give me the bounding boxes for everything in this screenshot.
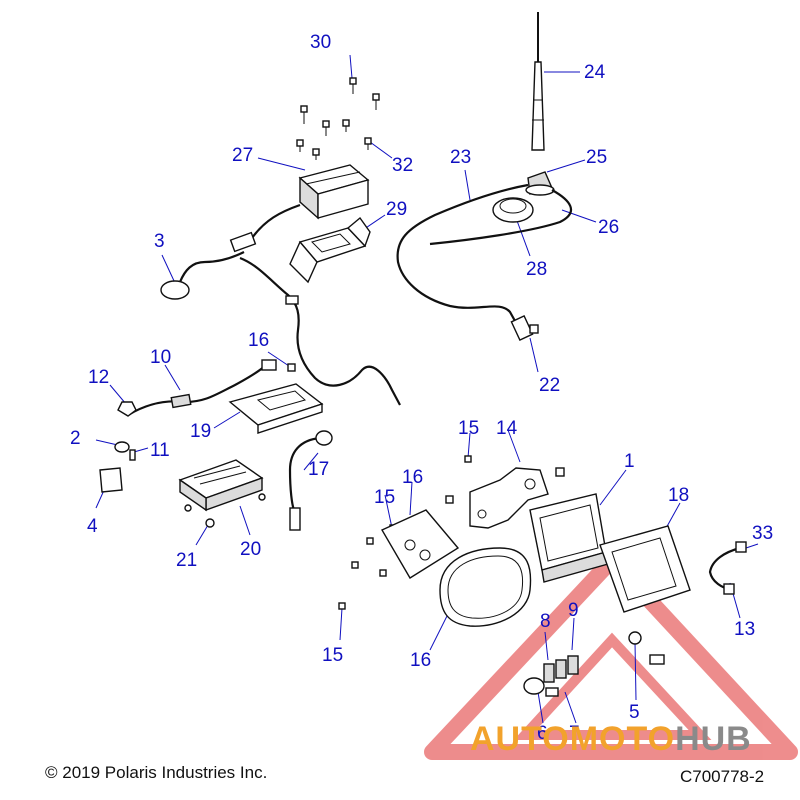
callout-25: 23 — [450, 147, 472, 168]
leader-lines — [95, 54, 759, 724]
screw-set — [296, 77, 380, 160]
instrument-cluster — [439, 547, 532, 627]
callout-19: 17 — [308, 459, 330, 480]
callout-24: 22 — [539, 375, 561, 396]
callout-7: 7 — [569, 723, 580, 744]
display-unit — [529, 493, 609, 583]
callout-23: 21 — [176, 550, 198, 571]
callout-6: 6 — [537, 723, 548, 744]
callout-16b: 15 — [374, 487, 396, 508]
diagram-code: C700778-2 — [680, 767, 765, 786]
callout-28: 26 — [598, 217, 620, 238]
callout-17: 16 — [410, 650, 432, 671]
callout-30: 28 — [526, 259, 548, 280]
callout-32: 30 — [310, 32, 332, 53]
callout-10: 10 — [150, 347, 172, 368]
callout-16a: 16 — [248, 330, 270, 351]
callout-8: 8 — [540, 611, 551, 632]
callout-33: 33 — [752, 523, 774, 544]
callout-2: 2 — [70, 428, 81, 449]
watermark-triangle — [424, 552, 798, 760]
callout-31: 29 — [386, 199, 408, 220]
callout-21: 19 — [190, 421, 212, 442]
callout-9: 9 — [568, 600, 579, 621]
callout-12: 12 — [88, 367, 110, 388]
display-bracket — [445, 467, 565, 529]
callout-20: 18 — [668, 485, 690, 506]
callout-15a: 15 — [458, 418, 480, 439]
callout-22: 20 — [240, 539, 262, 560]
callout-5: 5 — [629, 702, 640, 723]
copyright-text: © 2019 Polaris Industries Inc. — [45, 763, 268, 782]
callout-4: 4 — [87, 516, 98, 537]
controller-module — [178, 459, 264, 512]
callout-27: 25 — [586, 147, 608, 168]
callout-18: 16 — [402, 467, 424, 488]
callout-1: 1 — [624, 451, 635, 472]
gps-module — [298, 164, 370, 220]
antenna-mast — [531, 12, 545, 151]
mount-bracket — [289, 216, 371, 284]
callout-14: 14 — [496, 418, 518, 439]
callout-15b: 15 — [322, 645, 344, 666]
callout-3: 3 — [154, 231, 165, 252]
callout-29: 27 — [232, 145, 254, 166]
watermark-text: AUTOMOTOHUB — [470, 720, 752, 758]
callout-34: 32 — [392, 155, 414, 176]
callout-26: 24 — [584, 62, 606, 83]
callout-11: 11 — [150, 440, 170, 461]
callout-13: 13 — [734, 619, 756, 640]
harness-bracket — [228, 383, 324, 434]
